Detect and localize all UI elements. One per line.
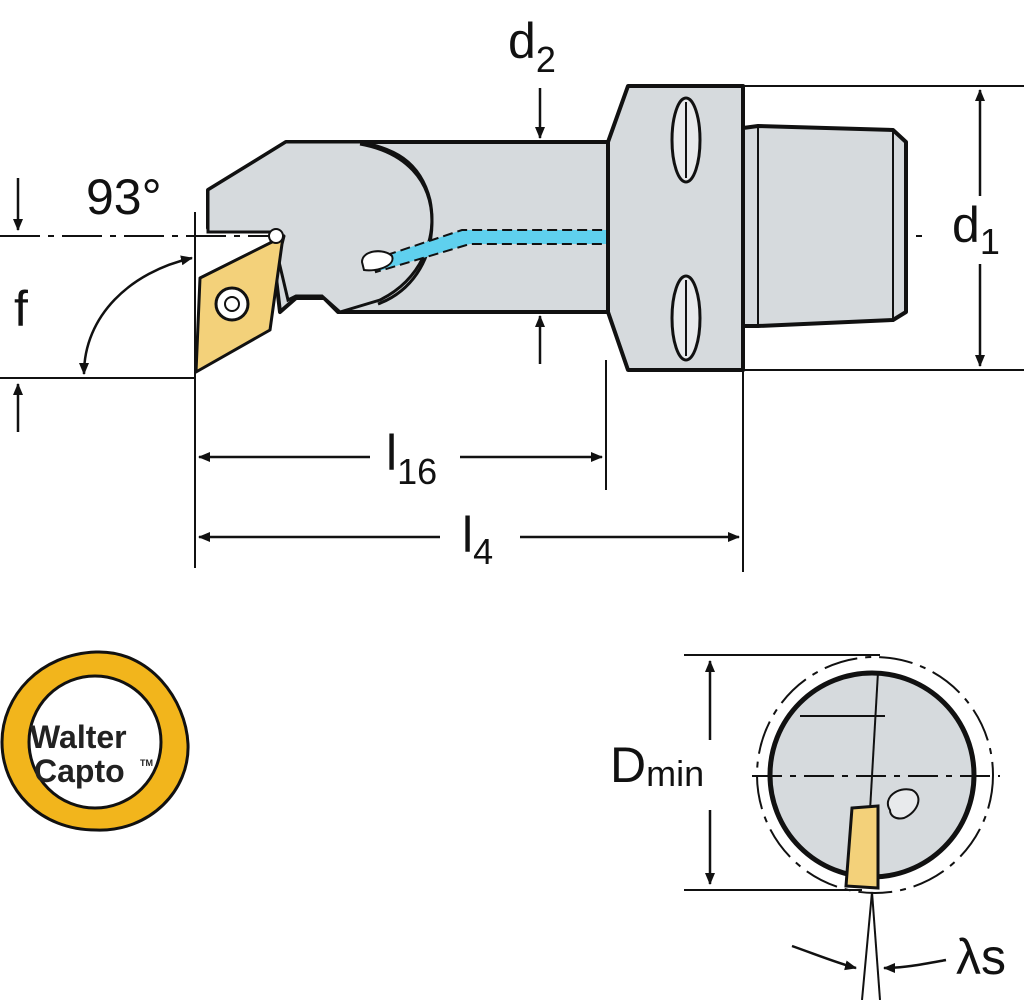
capto-flange bbox=[606, 84, 745, 372]
logo-line2: Capto bbox=[34, 753, 125, 789]
logo-inner bbox=[27, 674, 163, 810]
end-insert bbox=[844, 804, 880, 890]
coolant-hole bbox=[887, 788, 920, 820]
lambda-arrow-left bbox=[791, 944, 857, 971]
l4-label: l4 bbox=[462, 507, 493, 572]
lambda-s-label: λs bbox=[956, 929, 1006, 985]
dmin-label: Dmin bbox=[610, 737, 704, 794]
logo-line1: Walter bbox=[30, 719, 127, 755]
f-label: f bbox=[14, 281, 28, 337]
end-view: Dmin λs bbox=[610, 654, 1006, 1000]
capto-taper bbox=[741, 124, 908, 328]
coolant-outlet bbox=[360, 250, 394, 272]
insert-screw bbox=[214, 286, 250, 322]
dmin-circle bbox=[756, 656, 994, 894]
d1-label: d1 bbox=[952, 197, 1000, 262]
logo-tm: TM bbox=[140, 758, 153, 768]
angle-label: 93° bbox=[86, 169, 162, 225]
side-view: 93° f d2 d1 l16 l4 bbox=[0, 13, 1024, 572]
head-arc bbox=[359, 142, 434, 306]
lambda-arrow-right bbox=[883, 958, 947, 973]
d2-label: d2 bbox=[508, 13, 556, 80]
angle-dim-arc bbox=[79, 255, 193, 375]
walter-capto-logo: Walter Capto TM bbox=[0, 650, 190, 832]
l16-label: l16 bbox=[386, 425, 437, 492]
